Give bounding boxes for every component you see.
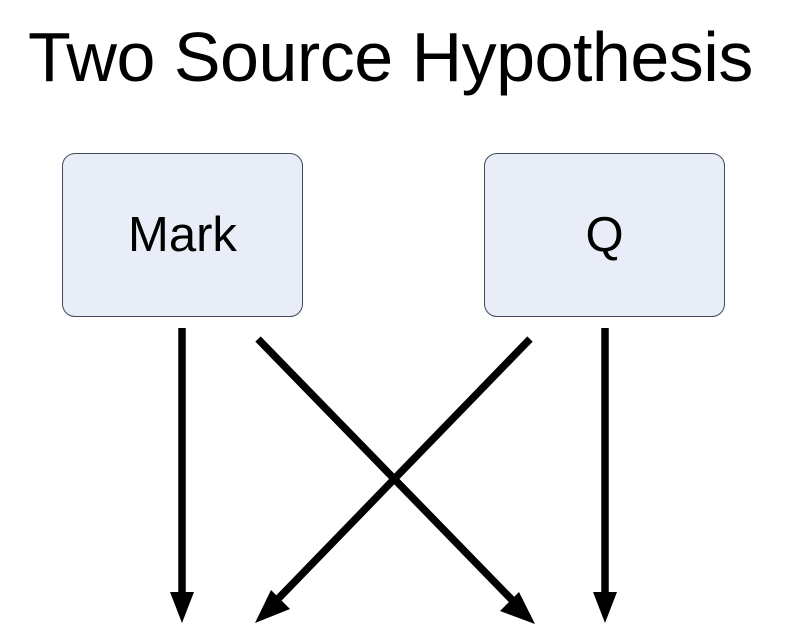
arrow-mark-down-head — [170, 592, 194, 623]
node-mark-label: Mark — [128, 207, 237, 262]
node-q-label: Q — [585, 207, 624, 262]
arrow-q-down-left-head — [255, 590, 290, 623]
arrow-q-down — [593, 328, 617, 623]
arrow-q-down-head — [593, 592, 617, 623]
node-q[interactable]: Q — [484, 153, 725, 317]
arrow-mark-down-right-head — [500, 592, 535, 624]
node-mark[interactable]: Mark — [62, 153, 303, 317]
arrow-mark-down-right — [255, 336, 535, 624]
page-title: Two Source Hypothesis — [28, 18, 753, 96]
arrow-q-down-left — [255, 336, 533, 623]
arrow-mark-down-right-shaft — [255, 336, 518, 606]
arrow-q-down-left-shaft — [272, 336, 533, 605]
arrow-mark-down — [170, 328, 194, 623]
